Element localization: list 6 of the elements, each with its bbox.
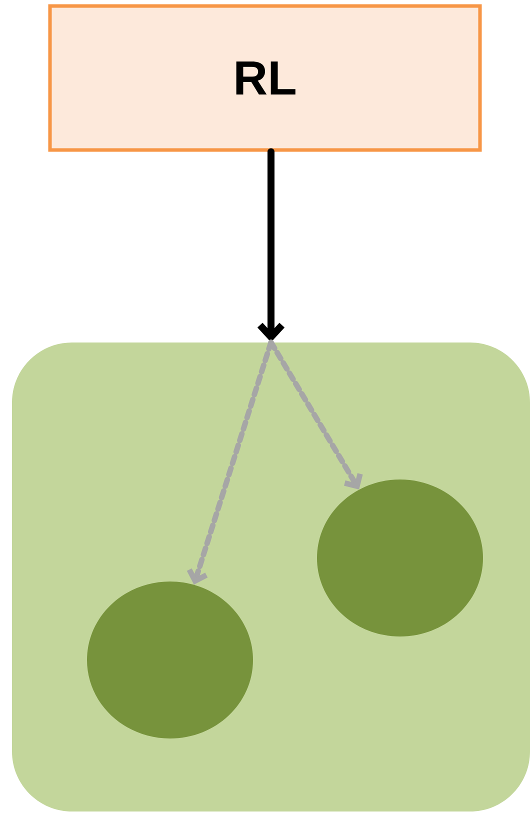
arrow <box>186 340 274 585</box>
arrow <box>268 340 363 490</box>
arrow <box>257 148 285 342</box>
circle <box>87 582 253 738</box>
circle <box>317 480 483 636</box>
label-box: RL <box>48 4 482 152</box>
